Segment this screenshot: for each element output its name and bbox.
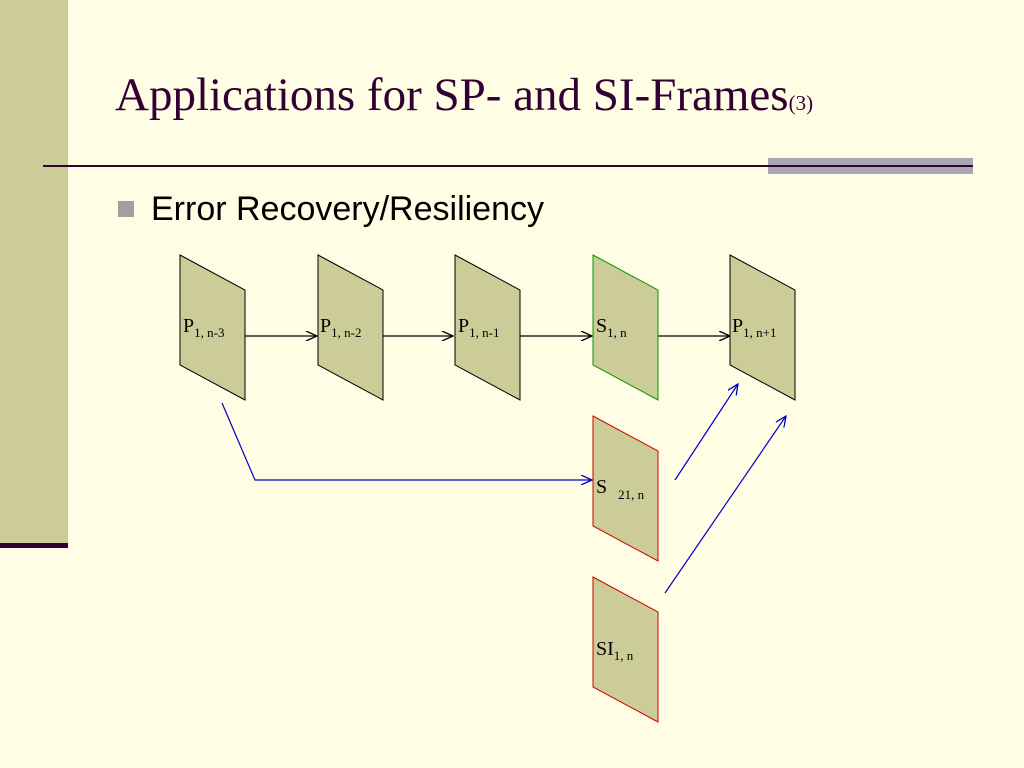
left-accent-line bbox=[0, 543, 68, 548]
frame-label-p-n+1: P1, n+1 bbox=[732, 315, 776, 340]
title-rule-accent-top bbox=[768, 158, 973, 165]
bullet-text: Error Recovery/Resiliency bbox=[151, 190, 544, 228]
frame-label-p-n-1: P1, n-1 bbox=[458, 315, 499, 340]
frame-s21-n: S 21, n bbox=[592, 415, 659, 562]
frame-si-n: SI1, n bbox=[592, 576, 659, 723]
arrow-p-n-3-to-s21-n bbox=[221, 402, 592, 480]
title-text: Applications for SP- and SI-Frames bbox=[115, 69, 789, 121]
title-rule-accent-bottom bbox=[768, 167, 973, 174]
frame-label-s-n: S1, n bbox=[596, 315, 627, 340]
frame-p-n-1: P1, n-1 bbox=[454, 254, 521, 401]
arrow-si-n-to-p-n+1 bbox=[664, 416, 786, 594]
frame-s-n: S1, n bbox=[592, 254, 659, 401]
title-rule bbox=[43, 165, 973, 167]
arrow-s21-n-to-p-n+1 bbox=[674, 384, 738, 481]
left-accent-bar bbox=[0, 0, 68, 545]
slide-title: Applications for SP- and SI-Frames(3) bbox=[115, 68, 813, 122]
frame-label-p-n-2: P1, n-2 bbox=[320, 315, 361, 340]
frame-p-n-3: P1, n-3 bbox=[179, 254, 246, 401]
title-suffix: (3) bbox=[788, 91, 814, 115]
frame-label-p-n-3: P1, n-3 bbox=[183, 315, 224, 340]
frame-p-n-2: P1, n-2 bbox=[317, 254, 384, 401]
frame-label-s21-n: S 21, n bbox=[596, 476, 645, 502]
frame-label-si-n: SI1, n bbox=[596, 638, 634, 663]
bullet-square-icon bbox=[118, 201, 134, 217]
frame-p-n+1: P1, n+1 bbox=[729, 254, 796, 401]
